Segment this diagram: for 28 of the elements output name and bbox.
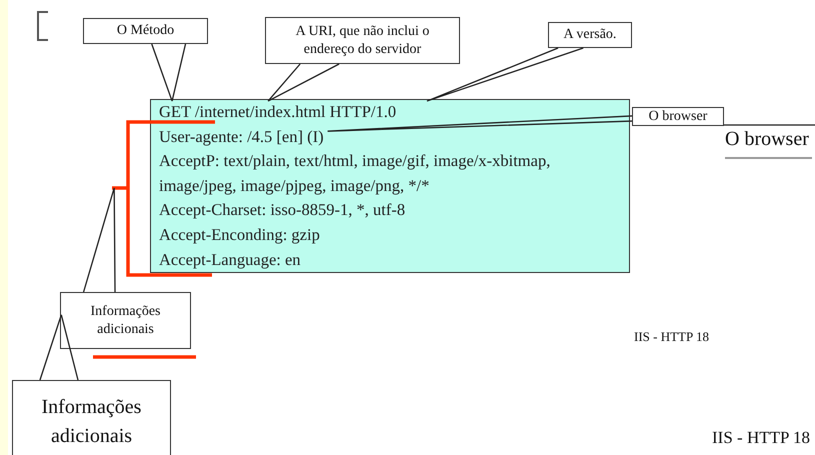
leader-line xyxy=(326,115,633,132)
callout-text: A URI, que não inclui o endereço do servidor xyxy=(294,22,430,58)
footer-text: IIS - HTTP 18 xyxy=(634,329,709,345)
callout-box xyxy=(83,18,208,44)
callout-box xyxy=(265,17,460,64)
footer-text: IIS - HTTP 18 xyxy=(712,428,810,448)
callout-box xyxy=(632,107,724,126)
request-line: GET /internet/index.html HTTP/1.0 xyxy=(159,101,398,123)
header-line: Accept-Language: en xyxy=(159,248,302,271)
leader-line xyxy=(426,47,584,102)
http-request-box xyxy=(150,99,630,274)
callout-text: A versão. xyxy=(564,26,616,44)
callout-text: O Método xyxy=(116,22,174,40)
header-line: Accept-Enconding: gzip xyxy=(159,224,321,246)
callout-text: Informações adicionais xyxy=(40,395,142,449)
callout-text: Informações adicionais xyxy=(90,302,162,338)
header-line: AcceptP: text/plain, text/html, image/gif, image/x-xbitmap, image/jpeg, image/pjpeg, image/png, */* xyxy=(159,150,552,197)
callout-box xyxy=(548,22,632,48)
leader-line xyxy=(39,314,79,381)
callout-box xyxy=(12,380,171,455)
callout-text: O browser xyxy=(648,108,708,126)
header-line: User-agente: /4.5 [en] (I) xyxy=(159,126,325,148)
heading-text: O browser xyxy=(725,128,809,151)
header-line: Accept-Charset: isso-8859-1, *, utf-8 xyxy=(159,199,406,222)
leader-line xyxy=(151,43,186,102)
callout-box xyxy=(60,292,191,349)
leader-line xyxy=(82,187,116,293)
leader-line xyxy=(267,63,340,102)
